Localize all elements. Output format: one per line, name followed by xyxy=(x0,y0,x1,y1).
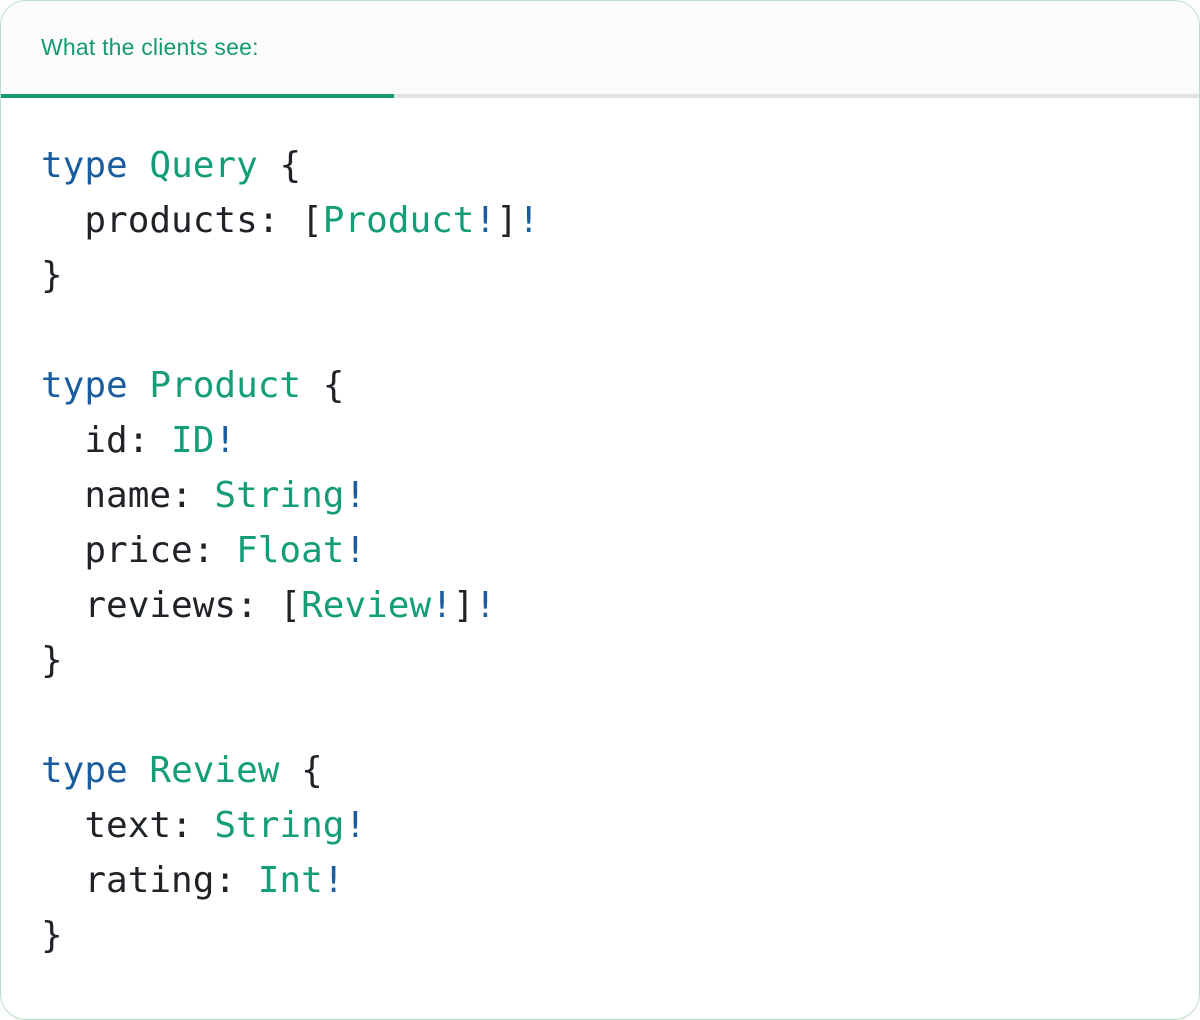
code-line: rating: Int! xyxy=(41,860,345,901)
code-line: text: String! xyxy=(41,805,367,846)
code-line xyxy=(41,688,1159,743)
code-line: type Product { xyxy=(41,365,345,406)
code-line: } xyxy=(41,640,63,681)
code-line: } xyxy=(41,255,63,296)
code-line: name: String! xyxy=(41,475,367,516)
code-line: } xyxy=(41,915,63,956)
code-line xyxy=(41,303,1159,358)
tab-active-underline xyxy=(1,94,394,98)
code-line: id: ID! xyxy=(41,420,237,461)
code-line: type Query { xyxy=(41,145,302,186)
code-line: products: [Product!]! xyxy=(41,200,540,241)
tab-what-clients-see[interactable]: What the clients see: xyxy=(1,33,265,62)
tab-bar: What the clients see: xyxy=(1,1,1199,98)
code-block: type Query { products: [Product!]!} type… xyxy=(1,98,1199,963)
code-line: price: Float! xyxy=(41,530,367,571)
code-line: type Review { xyxy=(41,750,323,791)
code-line: reviews: [Review!]! xyxy=(41,585,497,626)
